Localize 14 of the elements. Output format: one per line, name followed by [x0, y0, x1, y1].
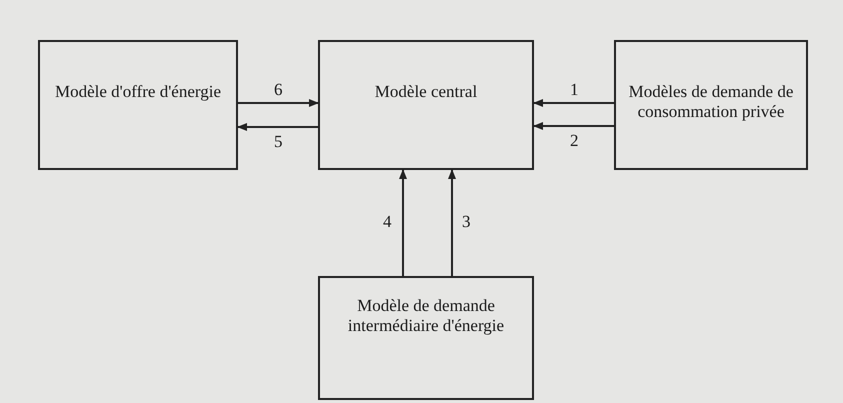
intermediate-demand-model-box: [318, 276, 534, 400]
supply-model-box: [38, 40, 238, 170]
central-model-box: [318, 40, 534, 170]
node-label: Modèle de demande intermédiaire d'énergie: [346, 296, 506, 336]
arrow: [448, 169, 456, 276]
arrow: [533, 99, 614, 107]
node-label: Modèle d'offre d'énergie: [55, 82, 221, 102]
arrow: [399, 169, 407, 276]
arrow: [533, 122, 614, 130]
node-label: Modèles de demande de consommation privée: [628, 82, 794, 122]
node-label: Modèle central: [374, 82, 478, 102]
private-demand-model-box: [614, 40, 808, 170]
arrow: [237, 123, 318, 131]
arrow: [238, 99, 319, 107]
